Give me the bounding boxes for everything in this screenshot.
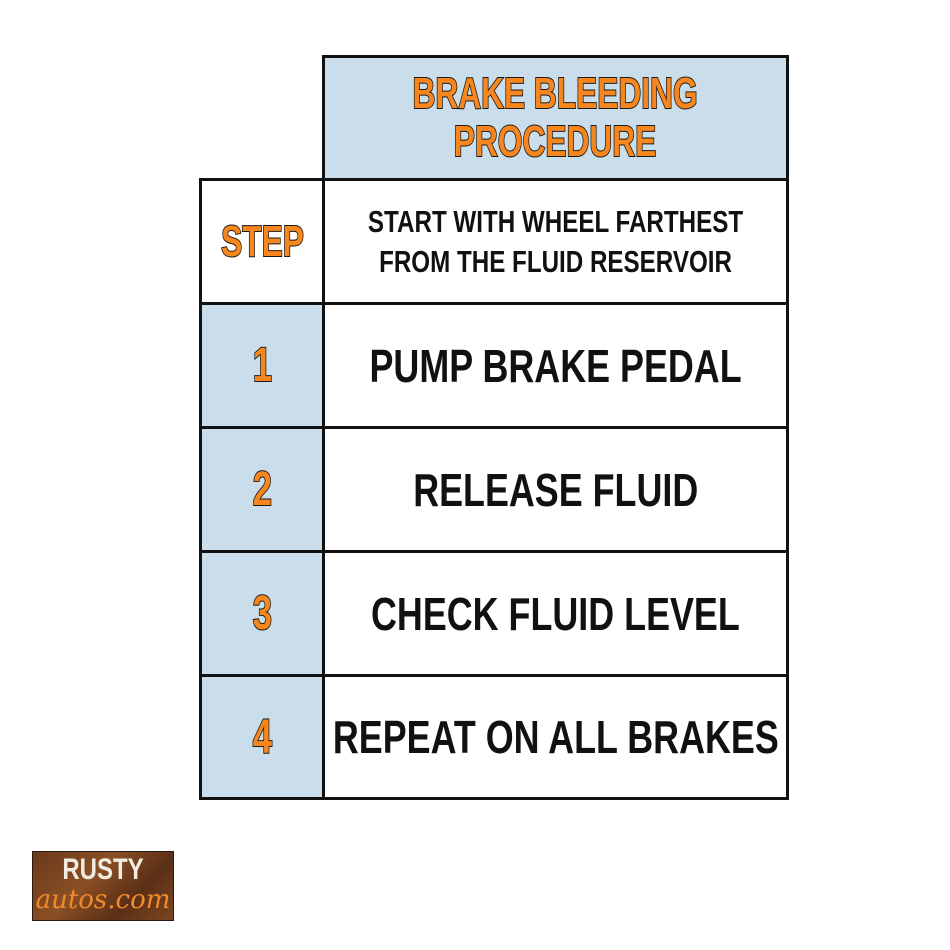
step-number: 1 xyxy=(252,338,273,393)
step-text: PUMP BRAKE PEDAL xyxy=(369,339,742,392)
logo-line-2: autos.com xyxy=(35,885,171,915)
step-text: REPEAT ON ALL BRAKES xyxy=(332,711,779,763)
step-label: STEP xyxy=(220,216,304,267)
step-number-cell: 2 xyxy=(199,426,325,553)
step-text-cell: CHECK FLUID LEVEL xyxy=(322,550,789,677)
rusty-autos-logo: RUSTY autos.com xyxy=(32,851,174,921)
step-text: CHECK FLUID LEVEL xyxy=(371,587,740,640)
title-cell: BRAKE BLEEDING PROCEDURE xyxy=(322,55,789,181)
step-intro-cell: START WITH WHEEL FARTHEST FROM THE FLUID… xyxy=(322,178,789,305)
logo-line-1: RUSTY xyxy=(62,853,144,886)
step-intro-text: START WITH WHEEL FARTHEST FROM THE FLUID… xyxy=(368,202,743,282)
intro-line-2: FROM THE FLUID RESERVOIR xyxy=(379,243,732,279)
step-text: RELEASE FLUID xyxy=(412,463,699,516)
step-text-cell: REPEAT ON ALL BRAKES xyxy=(322,674,789,800)
step-number-cell: 4 xyxy=(199,674,325,800)
step-number: 3 xyxy=(252,586,273,641)
title-line-2: PROCEDURE xyxy=(454,117,658,167)
step-number-cell: 3 xyxy=(199,550,325,677)
step-number: 4 xyxy=(252,710,273,765)
step-text-cell: RELEASE FLUID xyxy=(322,426,789,553)
step-number: 2 xyxy=(252,462,273,517)
step-label-cell: STEP xyxy=(199,178,325,305)
title-line-1: BRAKE BLEEDING xyxy=(412,69,699,119)
intro-line-1: START WITH WHEEL FARTHEST xyxy=(367,203,744,239)
page-title: BRAKE BLEEDING PROCEDURE xyxy=(412,69,699,167)
step-text-cell: PUMP BRAKE PEDAL xyxy=(322,302,789,429)
step-number-cell: 1 xyxy=(199,302,325,429)
